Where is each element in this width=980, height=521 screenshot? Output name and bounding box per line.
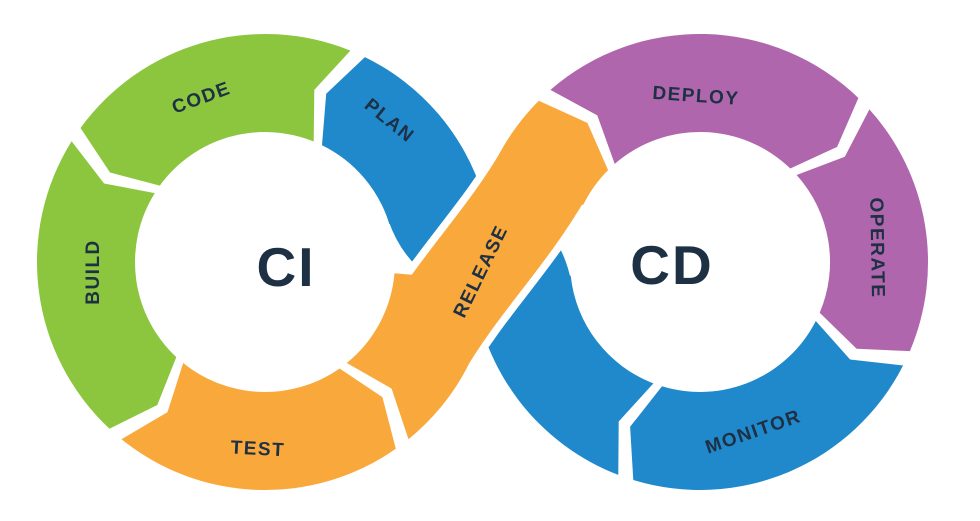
segment-operate <box>796 109 929 352</box>
segment-release-cd <box>495 100 609 205</box>
center-label-cd: CD <box>630 234 713 296</box>
label-build: BUILD <box>83 239 104 305</box>
center-label-ci: CI <box>257 236 316 298</box>
segment-code <box>80 33 351 186</box>
segment-plan <box>322 57 483 224</box>
segment-build <box>36 141 177 429</box>
release-band <box>378 147 587 376</box>
label-operate: OPERATE <box>865 197 888 298</box>
segment-deploy <box>550 33 859 169</box>
segment-return-band-cd <box>473 275 654 475</box>
segment-monitor <box>630 321 904 490</box>
label-test: TEST <box>230 437 286 461</box>
release-band-layer <box>346 100 609 440</box>
segment-test <box>121 363 396 491</box>
ring-segments-layer <box>36 33 929 491</box>
